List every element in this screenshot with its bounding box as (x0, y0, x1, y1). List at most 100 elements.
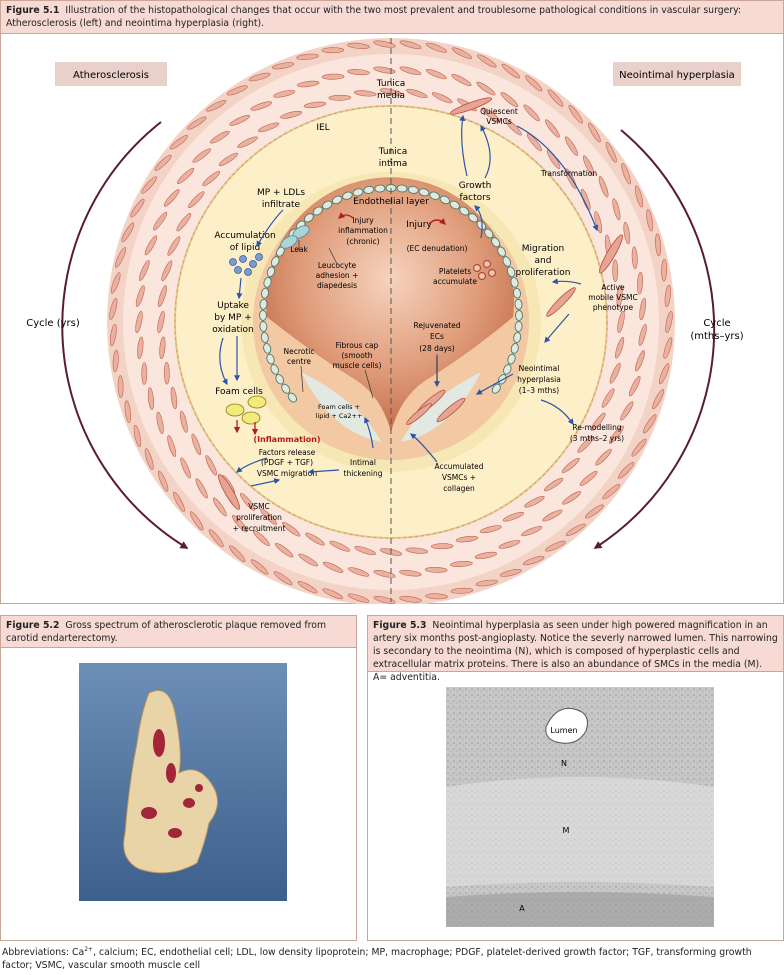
right-blue-arrows (410, 114, 599, 463)
media-smooth-muscle-cell (296, 80, 320, 88)
iel-line (174, 105, 608, 539)
media-smooth-muscle-cell (631, 438, 647, 457)
media-smooth-muscle-cell (564, 136, 579, 156)
media-smooth-muscle-cell (347, 593, 370, 603)
media-smooth-muscle-cell (298, 553, 319, 567)
media-smooth-muscle-cell (498, 540, 521, 549)
media-smooth-muscle-cell (631, 246, 638, 270)
atherosclerosis-title: Atherosclerosis (73, 70, 149, 81)
media-smooth-muscle-cell (475, 579, 498, 587)
media-smooth-muscle-cell (615, 337, 625, 359)
figure-5-3-caption-text: Neointimal hyperplasia as seen under hig… (373, 620, 778, 683)
media-smooth-muscle-cell (257, 122, 280, 133)
neointimal-label-1: Neointimal (519, 364, 560, 373)
media-smooth-muscle-cell (479, 525, 502, 534)
endothelial-cell (476, 220, 487, 231)
media-smooth-muscle-cell (405, 547, 429, 554)
media-smooth-muscle-cell (602, 484, 621, 500)
media-smooth-muscle-cell (661, 258, 668, 282)
platelets-label-1: Platelets (439, 267, 471, 276)
media-smooth-muscle-cell (565, 523, 586, 536)
neointimal-label-3: (1–3 mths) (519, 386, 560, 395)
endothelial-cell (266, 266, 276, 278)
active-vsmc-label-1: Active (601, 283, 625, 292)
migration-label-1: Migration (522, 244, 564, 254)
tunica-media-label-1: Tunica (376, 79, 406, 89)
endothelial-cell (322, 200, 333, 210)
plaque-hemorrhage-spots (141, 729, 203, 838)
media-smooth-muscle-cell (373, 40, 396, 48)
endothelial-cell (270, 256, 280, 267)
media-smooth-muscle-cell (192, 148, 211, 163)
media-smooth-muscle-cell (347, 42, 370, 49)
endothelial-cell (260, 287, 270, 299)
uptake-label-1: Uptake (217, 301, 249, 311)
histology-micrograph: Lumen N M A (446, 687, 714, 927)
fibrous-cap-label-3: muscle cells) (333, 361, 382, 370)
foam-lipid-label-1: Foam cells + (318, 403, 360, 411)
media-smooth-muscle-cell (133, 424, 142, 447)
media-smooth-muscle-cell (180, 457, 191, 479)
vsmc-proliferation-label-2: proliferation (236, 513, 282, 522)
media-smooth-muscle-cell (280, 110, 303, 119)
media-smooth-muscle-cell (582, 155, 595, 176)
media-smooth-muscle-cell (271, 62, 295, 70)
media-smooth-muscle-cell (608, 425, 624, 444)
media-smooth-muscle-cell (161, 260, 173, 282)
media-smooth-muscle-cell (163, 361, 170, 385)
media-smooth-muscle-cell (141, 362, 148, 385)
media-smooth-muscle-cell (526, 133, 542, 152)
media-smooth-muscle-cell (297, 581, 318, 594)
figure-5-3-label: Figure 5.3 (373, 620, 427, 631)
figure-5-2-label: Figure 5.2 (6, 620, 60, 631)
media-smooth-muscle-cell (154, 154, 172, 171)
media-smooth-muscle-cell (634, 185, 644, 208)
media-smooth-muscle-cell (240, 492, 256, 511)
media-smooth-muscle-cell (141, 176, 158, 194)
media-smooth-muscle-cell (202, 171, 221, 187)
adventitia-band (446, 892, 714, 927)
endothelial-cell (429, 191, 440, 200)
media-smooth-muscle-cell (347, 69, 370, 76)
media-smooth-muscle-cell (430, 543, 454, 550)
media-smooth-muscle-cell (425, 593, 448, 600)
media-smooth-muscle-cell (425, 42, 447, 53)
media-smooth-muscle-cell (353, 90, 377, 97)
media-smooth-muscle-cell (617, 310, 625, 334)
intimal-thickening-label-2: thickening (344, 469, 383, 478)
endothelial-cell (304, 213, 314, 223)
media-smooth-muscle-cell (296, 53, 319, 60)
media-smooth-muscle-cells (109, 40, 673, 604)
necrotic-centre-label-2: centre (287, 357, 311, 366)
media-smooth-muscle-cell (179, 410, 188, 433)
uptake-label-2: by MP + (214, 313, 252, 323)
media-smooth-muscle-cell (205, 455, 217, 476)
media-smooth-muscle-cell (112, 349, 119, 373)
accumulated-vsmcs-label-2: VSMCs + (442, 473, 476, 482)
vascular-pathology-diagram: Atherosclerosis Neointimal hyperplasia C… (26, 38, 744, 604)
factors-label-3: VSMC migration (257, 469, 317, 478)
media-smooth-muscle-cell (322, 588, 344, 600)
endothelial-cell (363, 185, 375, 194)
narrowed-lumen (545, 707, 588, 744)
endothelial-cell (342, 191, 353, 200)
necrotic-core (301, 372, 381, 442)
media-smooth-muscle-cell (637, 271, 643, 295)
media-smooth-muscle-cell (399, 66, 422, 76)
injury-inflammation-label-3: (chronic) (346, 237, 379, 246)
accumulated-vsmcs-label-1: Accumulated (434, 462, 483, 471)
media-smooth-muscle-cell (598, 176, 609, 198)
media-smooth-muscle-cell (665, 310, 673, 334)
media-smooth-muscle-cell (156, 411, 164, 434)
platelets-label-2: accumulate (433, 277, 477, 286)
media-smooth-muscle-cell (322, 561, 344, 573)
injury-inflammation-label-2: inflammation (338, 226, 388, 235)
vsmc-proliferation-label-1: VSMC (248, 502, 270, 511)
endothelial-cell (459, 206, 470, 216)
quiescent-vsmcs-label-2: VSMCs (486, 117, 512, 126)
active-vsmc-label-2: mobile VSMC (588, 293, 637, 302)
media-smooth-muscle-cell (274, 542, 294, 558)
media-smooth-muscle-cell (664, 284, 671, 308)
